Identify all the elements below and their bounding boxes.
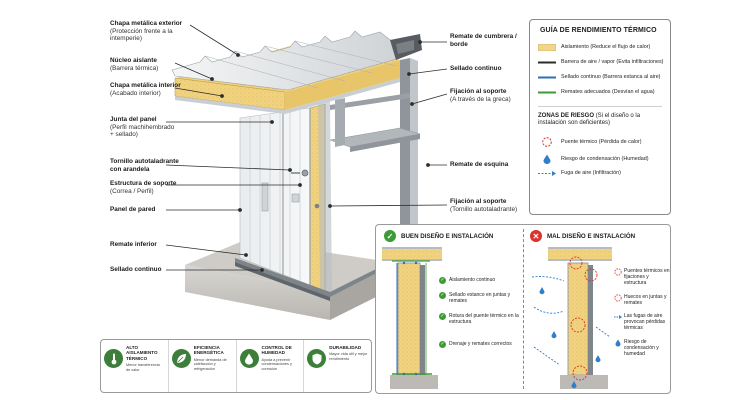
label-remate-inferior: Remate inferior (110, 241, 157, 248)
label-chapa-exterior: Chapa metálica exterior(Protección frent… (110, 20, 183, 43)
comparison-panel: ✓ BUEN DISEÑO E INSTALACIÓN ✕ MAL DISEÑO… (375, 224, 671, 394)
good-item-3: ✓Rotura del puente térmico en la estruct… (439, 313, 519, 325)
thermometer-icon (104, 349, 123, 368)
bad-section-diagram (531, 247, 612, 389)
good-item-4: ✓Drenaje y remates correctos (439, 341, 512, 348)
label-chapa-interior: Chapa metálica interior(Acabado interior… (110, 82, 181, 97)
legend-title: GUÍA DE RENDIMIENTO TÉRMICO (540, 27, 657, 34)
screw-icon (291, 169, 309, 177)
legend-item-insulation: Aislamiento (Reduce el flujo de calor) (538, 44, 650, 51)
check-icon: ✓ (439, 277, 446, 284)
label-fijacion-tornillo: Fijación al soporte(Tornillo autotaladra… (450, 198, 518, 213)
label-nucleo-aislante: Núcleo aislante(Barrera térmica) (110, 57, 159, 72)
bottom-trim (235, 258, 390, 301)
seal-line-icon (538, 76, 556, 79)
dashed-red-circle-icon (614, 268, 622, 276)
check-icon: ✓ (439, 313, 446, 320)
legend-item-air-barrier: Barrera de aire / vapor (Evita infiltrac… (538, 59, 663, 66)
bad-item-2: Huecos en juntas y remates (614, 294, 670, 306)
dashed-red-circle-icon (542, 137, 552, 147)
wall-panel (239, 107, 311, 286)
good-section-diagram (382, 247, 442, 389)
legend-item-flashing: Remates adecuados (Desvían el agua) (538, 89, 655, 96)
legend-risk-thermal-bridge: Puente térmico (Pérdida de calor) (538, 137, 642, 147)
dashed-arrow-icon (614, 315, 622, 319)
good-item-2: ✓Sellado estanco en juntas y remates (439, 292, 511, 304)
label-sellado-continuo-left: Sellado continuo (110, 266, 162, 273)
air-barrier-line-icon (538, 61, 556, 64)
good-design-heading: ✓ BUEN DISEÑO E INSTALACIÓN (384, 230, 493, 242)
cross-icon: ✕ (530, 230, 542, 242)
label-remate-cumbrera: Remate de cumbrera /borde (450, 33, 517, 48)
drop-icon (239, 349, 259, 368)
bad-item-3: Las fugas de aire provocan pérdidas térm… (614, 313, 670, 331)
dashed-arrow-icon (538, 171, 556, 176)
label-fijacion-greca: Fijación al soporte(A través de la greca… (450, 88, 511, 103)
legend-risk-air-leak: Fuga de aire (Infiltración) (538, 170, 621, 177)
label-remate-esquina: Remate de esquina (450, 161, 509, 168)
flashing-line-icon (538, 91, 556, 94)
label-junta-panel: Junta del panel(Perfil machihembrado+ se… (110, 116, 175, 139)
insulation-swatch-icon (538, 44, 556, 51)
legend-item-seal: Sellado continuo (Barrera estanca al air… (538, 74, 660, 81)
check-icon: ✓ (384, 230, 396, 242)
water-drop-icon (543, 154, 551, 164)
shield-icon (307, 349, 327, 368)
legend-risk-heading: ZONAS DE RIESGO (Si el diseño o la insta… (538, 113, 641, 126)
bad-item-1: Puentes térmicos en fijaciones y estruct… (614, 268, 670, 286)
roof-panel (171, 30, 422, 114)
legend-panel: GUÍA DE RENDIMIENTO TÉRMICO Aislamiento … (529, 19, 671, 215)
leaf-icon (171, 349, 191, 368)
label-sellado-continuo-right: Sellado continuo (450, 65, 502, 72)
legend-risk-condensation: Riesgo de condensación (Humedad) (538, 154, 649, 164)
support-column (329, 58, 421, 275)
bad-item-4: Riesgo de condensación y humedad (614, 339, 670, 357)
check-icon: ✓ (439, 341, 446, 348)
check-icon: ✓ (439, 292, 446, 299)
label-panel-pared: Panel de pared (110, 206, 156, 213)
bad-design-heading: ✕ MAL DISEÑO E INSTALACIÓN (530, 230, 635, 242)
good-item-1: ✓Aislamiento continuo (439, 277, 496, 284)
label-estructura-soporte: Estructura de soporte(Correa / Perfil) (110, 180, 177, 195)
water-drop-icon (615, 339, 621, 347)
dashed-red-circle-icon (614, 294, 622, 302)
